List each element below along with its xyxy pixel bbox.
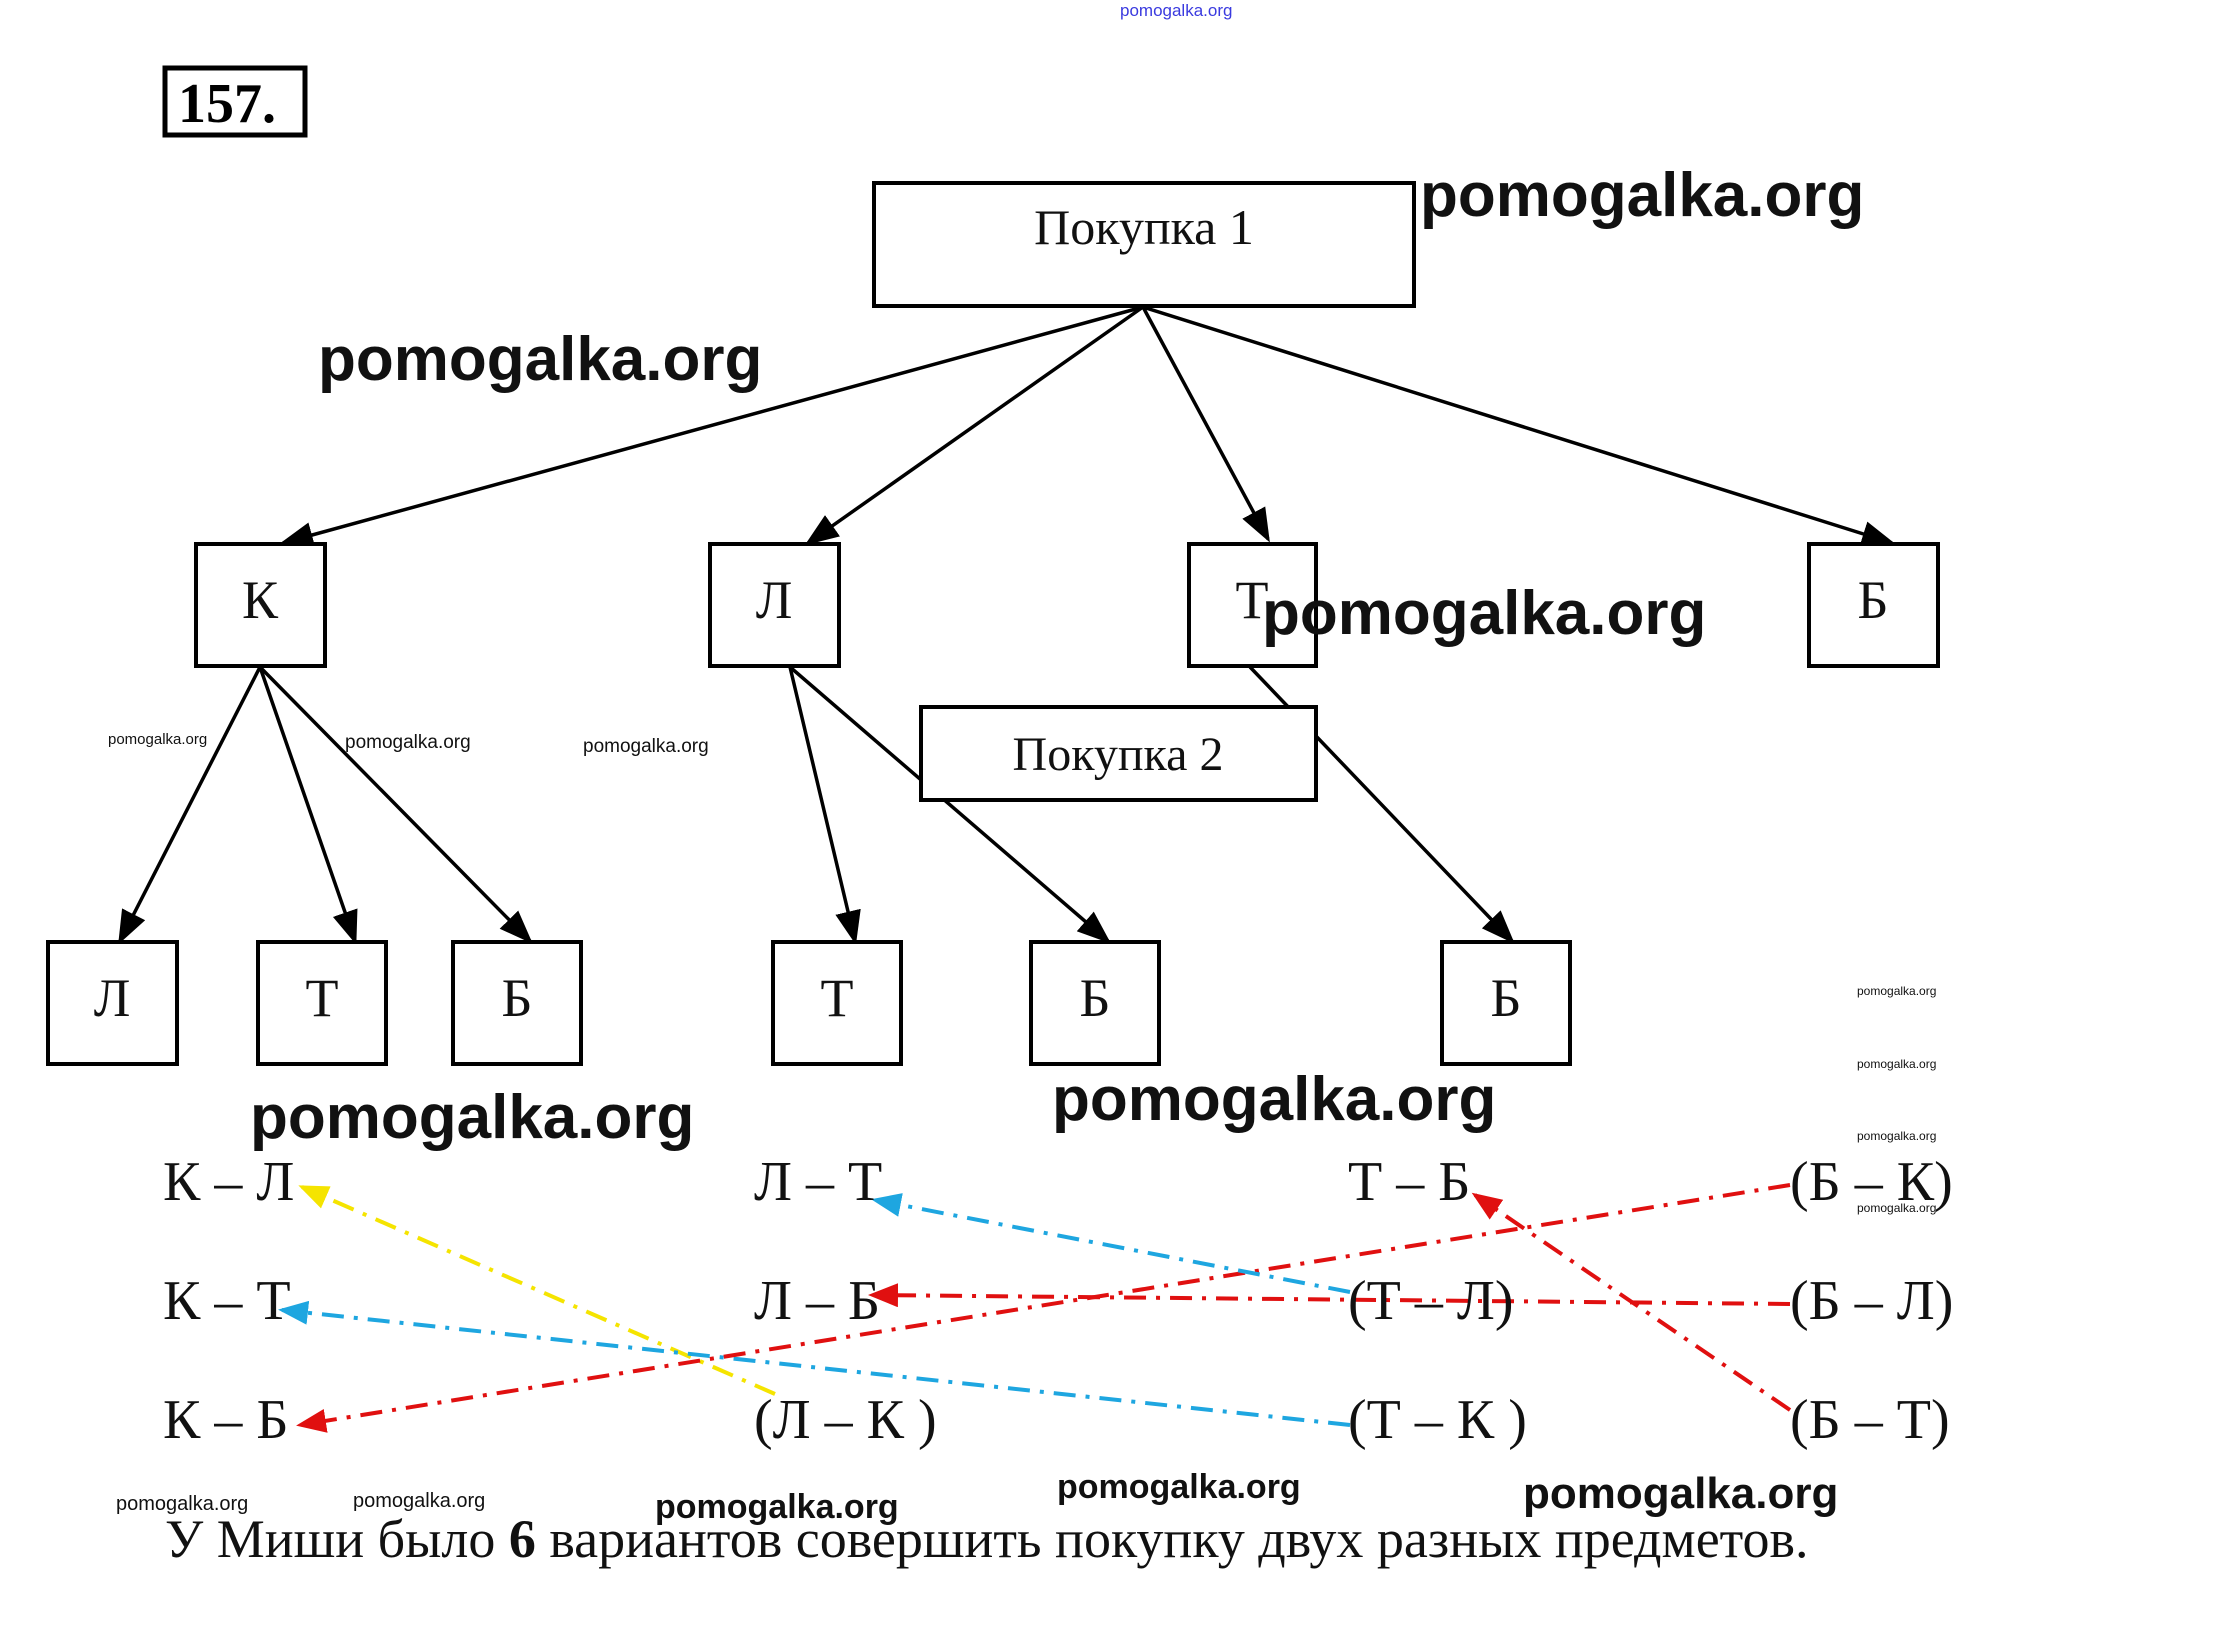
conclusion-after: вариантов совершить покупку двух разных … xyxy=(536,1509,1809,1569)
link-bl-lb xyxy=(868,1283,1791,1308)
node-t-b: Б xyxy=(1440,940,1572,1066)
pair-k-l: К – Л xyxy=(163,1151,294,1213)
conclusion-sentence: У Миши было 6 вариантов совершить покупк… xyxy=(165,1509,1809,1569)
node-l-b: Б xyxy=(1029,940,1161,1066)
conclusion-number: 6 xyxy=(509,1509,536,1569)
link-lk-kl xyxy=(298,1185,776,1396)
pair-l-t: Л – Т xyxy=(754,1151,882,1213)
node-k-b: Б xyxy=(451,940,583,1066)
watermark-small: pomogalka.org xyxy=(1857,1201,1936,1215)
pair-l-b: Л – Б xyxy=(754,1270,880,1332)
edge-p1-k xyxy=(279,305,1144,548)
watermark-medium: pomogalka.org xyxy=(1057,1468,1301,1506)
pair-t-k: (Т – К ) xyxy=(1348,1389,1527,1451)
pair-b-k: (Б – К) xyxy=(1790,1151,1953,1213)
node-b-label: Б xyxy=(1857,570,1888,630)
edge-k-l xyxy=(118,666,262,945)
pairs-table: К – Л К – Т К – Б Л – Т Л – Б (Л – К ) Т… xyxy=(163,1151,1953,1451)
watermark-small: pomogalka.org xyxy=(583,736,709,757)
edges-root xyxy=(279,305,1896,548)
edge-k-b xyxy=(258,665,533,944)
pair-b-l: (Б – Л) xyxy=(1790,1270,1953,1332)
node-k-b-label: Б xyxy=(501,968,532,1028)
watermark-top: pomogalka.org xyxy=(1120,1,1232,20)
node-k-t-label: Т xyxy=(306,968,339,1028)
watermark-large: pomogalka.org xyxy=(1420,161,1864,230)
node-purchase-1-label: Покупка 1 xyxy=(1034,199,1254,255)
pair-links xyxy=(278,1183,1792,1433)
node-purchase-2: Покупка 2 xyxy=(919,705,1318,802)
watermark-large: pomogalka.org xyxy=(318,325,762,394)
node-k-l-label: Л xyxy=(94,968,131,1028)
conclusion-before: У Миши было xyxy=(165,1509,509,1569)
watermark-small: pomogalka.org xyxy=(1857,1057,1936,1071)
watermark-large: pomogalka.org xyxy=(1052,1065,1496,1134)
watermark-small: pomogalka.org xyxy=(108,731,207,748)
watermarks: pomogalka.org pomogalka.org pomogalka.or… xyxy=(108,161,1936,1526)
node-l-t-label: Т xyxy=(821,968,854,1028)
pair-t-b: Т – Б xyxy=(1348,1151,1470,1213)
node-l: Л xyxy=(708,542,841,668)
link-bk-kb xyxy=(296,1183,1791,1433)
node-purchase-1: Покупка 1 xyxy=(872,181,1416,308)
edge-p1-l xyxy=(804,305,1145,546)
node-l-label: Л xyxy=(756,570,793,630)
node-l-b-label: Б xyxy=(1079,968,1110,1028)
watermark-small: pomogalka.org xyxy=(1857,984,1936,998)
link-tk-kt xyxy=(278,1300,1351,1427)
pair-l-k: (Л – К ) xyxy=(754,1389,937,1451)
link-bt-tb xyxy=(1471,1192,1792,1412)
pair-b-t: (Б – Т) xyxy=(1790,1389,1950,1451)
node-purchase-2-label: Покупка 2 xyxy=(1013,728,1224,781)
edge-l-b xyxy=(788,665,1112,944)
watermark-large: pomogalka.org xyxy=(250,1083,694,1152)
watermark-small: pomogalka.org xyxy=(345,732,471,753)
node-t: Т xyxy=(1187,542,1318,668)
problem-number: 157. xyxy=(178,73,276,135)
problem-number-badge: 157. xyxy=(162,65,308,138)
pair-t-l: (Т – Л) xyxy=(1348,1270,1513,1332)
edge-k-t xyxy=(258,666,358,945)
level1-nodes: К Л Т Б xyxy=(194,542,1940,668)
edge-p1-b xyxy=(1142,305,1896,547)
watermark-small: pomogalka.org xyxy=(1857,1129,1936,1143)
watermark-small: pomogalka.org xyxy=(116,1493,248,1515)
node-k-l: Л xyxy=(46,940,179,1066)
pair-k-t: К – Т xyxy=(163,1270,291,1332)
watermark-small: pomogalka.org xyxy=(353,1490,485,1512)
edge-p1-t xyxy=(1141,306,1270,543)
node-k: К xyxy=(194,542,327,668)
watermark-large: pomogalka.org xyxy=(1262,579,1706,648)
node-b: Б xyxy=(1807,542,1940,668)
watermark-medium: pomogalka.org xyxy=(1523,1469,1838,1518)
level2-nodes: Л Т Б Т Б Б xyxy=(46,940,1572,1066)
watermark-medium: pomogalka.org xyxy=(655,1488,899,1526)
pair-k-b: К – Б xyxy=(163,1389,289,1451)
node-l-t: Т xyxy=(771,940,903,1066)
node-t-b-label: Б xyxy=(1490,968,1521,1028)
node-k-label: К xyxy=(242,570,279,630)
node-t-label: Т xyxy=(1236,570,1269,630)
node-k-t: Т xyxy=(256,940,388,1066)
link-tl-lt xyxy=(871,1193,1351,1294)
edge-l-t xyxy=(788,666,861,945)
